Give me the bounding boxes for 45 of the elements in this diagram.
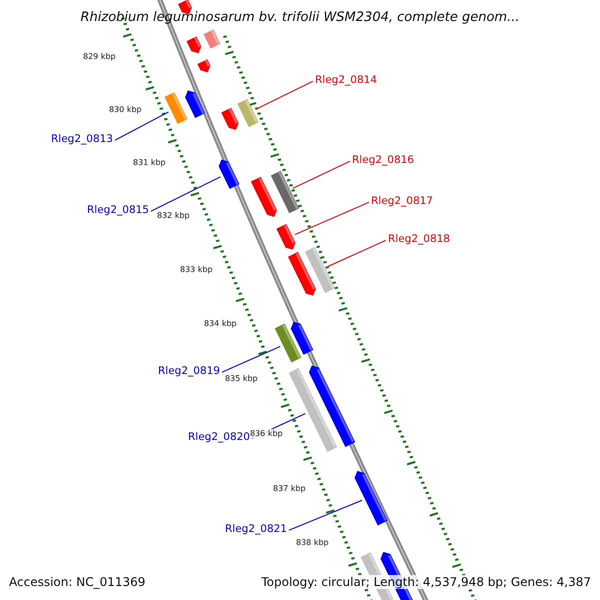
gene-label: Rleg2_0818 — [388, 233, 450, 245]
leader-line — [327, 240, 386, 267]
gene-block — [308, 365, 356, 447]
scale-label: 831 kbp — [133, 158, 166, 167]
leader-line — [255, 80, 314, 110]
scale-label: 838 kbp — [296, 538, 329, 547]
leader-line — [288, 500, 363, 531]
gene-block — [204, 29, 220, 49]
scale-label: 832 kbp — [157, 211, 190, 220]
accession-text: Accession: NC_011369 — [9, 575, 146, 589]
gene-label: Rleg2_0817 — [371, 195, 433, 207]
gene-block — [276, 224, 296, 250]
gene-block — [186, 36, 202, 54]
gene-block — [164, 92, 188, 124]
gene-block — [274, 324, 302, 362]
gene-block — [237, 98, 259, 128]
gene-block — [288, 252, 316, 296]
gene-block — [218, 160, 240, 189]
gene-label: Rleg2_0819 — [158, 365, 220, 377]
gene-block — [354, 470, 388, 526]
gene-block — [197, 59, 210, 72]
gene-block — [304, 246, 336, 294]
gene-label: Rleg2_0816 — [352, 154, 414, 166]
scale-label: 833 kbp — [180, 265, 213, 274]
leader-line — [292, 160, 350, 189]
scale-label: 834 kbp — [204, 319, 237, 328]
gene-label: Rleg2_0813 — [51, 133, 113, 145]
scale-label: 836 kbp — [250, 429, 283, 438]
gene-block — [185, 90, 206, 118]
leader-line — [222, 346, 281, 373]
scale-label: 829 kbp — [83, 52, 116, 61]
gene-block — [270, 170, 300, 214]
gene-label: Rleg2_0820 — [188, 431, 250, 443]
gene-block — [250, 176, 277, 217]
gene-label: Rleg2_0821 — [225, 523, 287, 535]
leader-line — [150, 176, 221, 212]
gene-block — [288, 368, 338, 452]
scale-label: 837 kbp — [273, 484, 306, 493]
scale-label: 835 kbp — [225, 374, 258, 383]
gene-block — [221, 108, 239, 130]
gene-label: Rleg2_0815 — [87, 204, 149, 216]
title: Rhizobium leguminosarum bv. trifolii WSM2304, complete genom... — [80, 10, 520, 25]
scale-label: 830 kbp — [109, 105, 142, 114]
gene-label: Rleg2_0814 — [315, 74, 377, 86]
gene-block — [290, 322, 314, 355]
